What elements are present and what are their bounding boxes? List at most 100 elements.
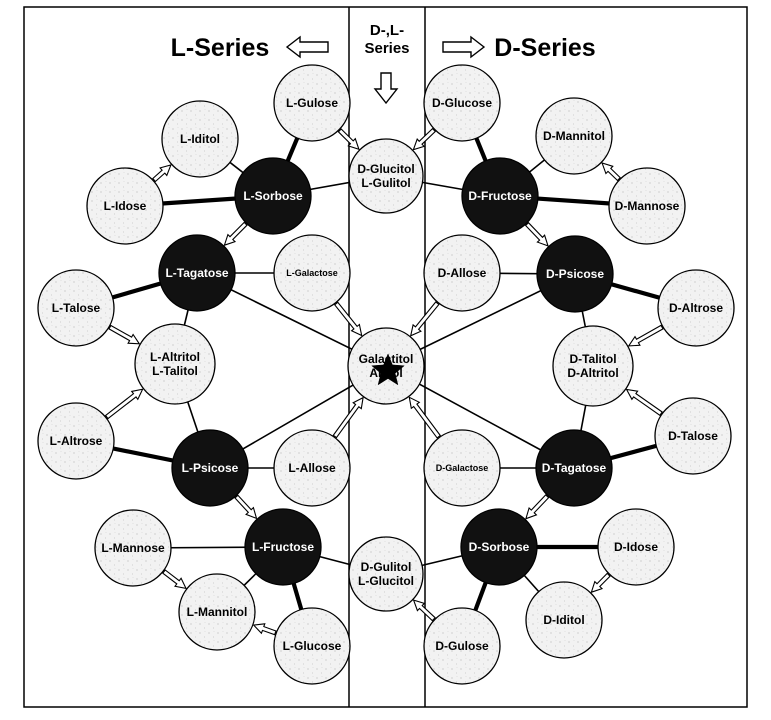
node-l-mannitol: L-Mannitol: [178, 573, 256, 651]
node-circle: [348, 536, 424, 612]
conversion-arrows-layer: [104, 127, 664, 636]
node-d-psicose: D-Psicose: [536, 235, 614, 313]
node-l-glucose: L-Glucose: [273, 607, 351, 685]
arrow-l-glucose-to-l-mannitol: [252, 623, 277, 636]
arrow-d-tagatose-to-d-sorbose: [525, 494, 550, 520]
node-label: D-Galactose: [436, 463, 489, 473]
center-series-title-line2: Series: [364, 40, 409, 57]
node-l-fructose: L-Fructose: [244, 508, 322, 586]
node-circle: [37, 402, 115, 480]
node-d-tagatose: D-Tagatose: [535, 429, 613, 507]
node-circle: [273, 429, 351, 507]
left-arrow-icon: [285, 35, 329, 59]
node-d-glucose: D-Glucose: [423, 64, 501, 142]
arrow-l-mannose-to-l-mannitol: [162, 569, 187, 590]
node-label: L-Psicose: [182, 461, 239, 475]
arrow-d-mannose-to-d-mannitol: [601, 162, 621, 182]
star-icon: [371, 353, 405, 386]
node-circle: [654, 397, 732, 475]
node-label: L-Talitol: [152, 364, 198, 378]
node-l-iditol: L-Iditol: [161, 100, 239, 178]
node-circle: [535, 429, 613, 507]
node-circle: [86, 167, 164, 245]
arrow-l-gulose-to-d-glucitol: [337, 128, 360, 151]
arrow-d-galactose-to-galactitol: [408, 396, 442, 439]
arrow-l-idose-to-l-iditol: [152, 164, 172, 183]
node-label: L-Sorbose: [243, 189, 303, 203]
outer-frame: [23, 6, 748, 708]
node-d-gulose: D-Gulose: [423, 607, 501, 685]
node-label: D-Talose: [668, 429, 718, 443]
node-label: L-Idose: [104, 199, 147, 213]
arrow-l-talose-to-l-altritol: [108, 324, 141, 345]
node-label: L-Mannose: [101, 541, 165, 555]
node-circle: [273, 234, 351, 312]
node-circle: [244, 508, 322, 586]
node-circle: [134, 323, 216, 405]
node-circle: [94, 509, 172, 587]
node-l-sorbose: L-Sorbose: [234, 157, 312, 235]
node-circle: [536, 235, 614, 313]
node-label: D-Gulitol: [361, 560, 412, 574]
node-d-iditol: D-Iditol: [525, 581, 603, 659]
node-label: L-Iditol: [180, 132, 220, 146]
node-circle: [423, 234, 501, 312]
node-d-talose: D-Talose: [654, 397, 732, 475]
node-circle: [234, 157, 312, 235]
node-label: L-Tagatose: [165, 266, 228, 280]
node-label: D-Gulose: [435, 639, 489, 653]
node-label: D-Altrose: [669, 301, 723, 315]
node-d-idose: D-Idose: [597, 508, 675, 586]
node-label: L-Glucitol: [358, 574, 414, 588]
down-arrow-icon: [373, 72, 399, 105]
node-label: D-Idose: [614, 540, 658, 554]
arrow-d-altrose-to-d-talitol: [627, 324, 664, 347]
node-label: D-Mannitol: [543, 129, 605, 143]
node-label: L-Allose: [288, 461, 336, 475]
node-l-gulose: L-Gulose: [273, 64, 351, 142]
node-circle: [597, 508, 675, 586]
node-d-galactose: D-Galactose: [423, 429, 501, 507]
right-arrow-icon: [442, 35, 486, 59]
node-circle: [423, 64, 501, 142]
arrow-d-idose-to-d-iditol: [590, 572, 611, 594]
arrow-d-fructose-to-d-psicose: [524, 221, 549, 247]
arrow-l-sorbose-to-l-tagatose: [223, 221, 248, 247]
node-d-mannitol: D-Mannitol: [535, 97, 613, 175]
arrow-d-gulose-to-d-gulitol: [412, 599, 436, 622]
node-label: L-Mannitol: [187, 605, 248, 619]
node-l-mannose: L-Mannose: [94, 509, 172, 587]
right-series-title: D-Series: [494, 34, 595, 62]
arrow-d-glucose-to-d-glucitol: [412, 127, 437, 151]
node-label: L-Altritol: [150, 350, 200, 364]
node-circle: [525, 581, 603, 659]
node-circle: [161, 100, 239, 178]
node-label: L-Fructose: [252, 540, 314, 554]
node-label: L-Gulose: [286, 96, 338, 110]
node-circle: [461, 157, 539, 235]
node-d-sorbose: D-Sorbose: [460, 508, 538, 586]
node-d-altrose: D-Altrose: [657, 269, 735, 347]
arrow-d-allose-to-galactitol: [409, 301, 440, 337]
node-label: L-Talose: [52, 301, 101, 315]
node-label: L-Altrose: [50, 434, 103, 448]
node-label: D-Fructose: [468, 189, 532, 203]
node-l-altrose: L-Altrose: [37, 402, 115, 480]
node-label: D-Allose: [438, 266, 487, 280]
left-series-title: L-Series: [171, 34, 270, 62]
arrow-l-altrose-to-l-altritol: [104, 388, 144, 420]
node-l-allose: L-Allose: [273, 429, 351, 507]
node-d-allose: D-Allose: [423, 234, 501, 312]
node-circle: [273, 607, 351, 685]
node-circle: [273, 64, 351, 142]
node-label: L-Galactose: [286, 268, 338, 278]
node-label: D-Talitol: [569, 352, 616, 366]
node-circle: [460, 508, 538, 586]
node-circle: [657, 269, 735, 347]
